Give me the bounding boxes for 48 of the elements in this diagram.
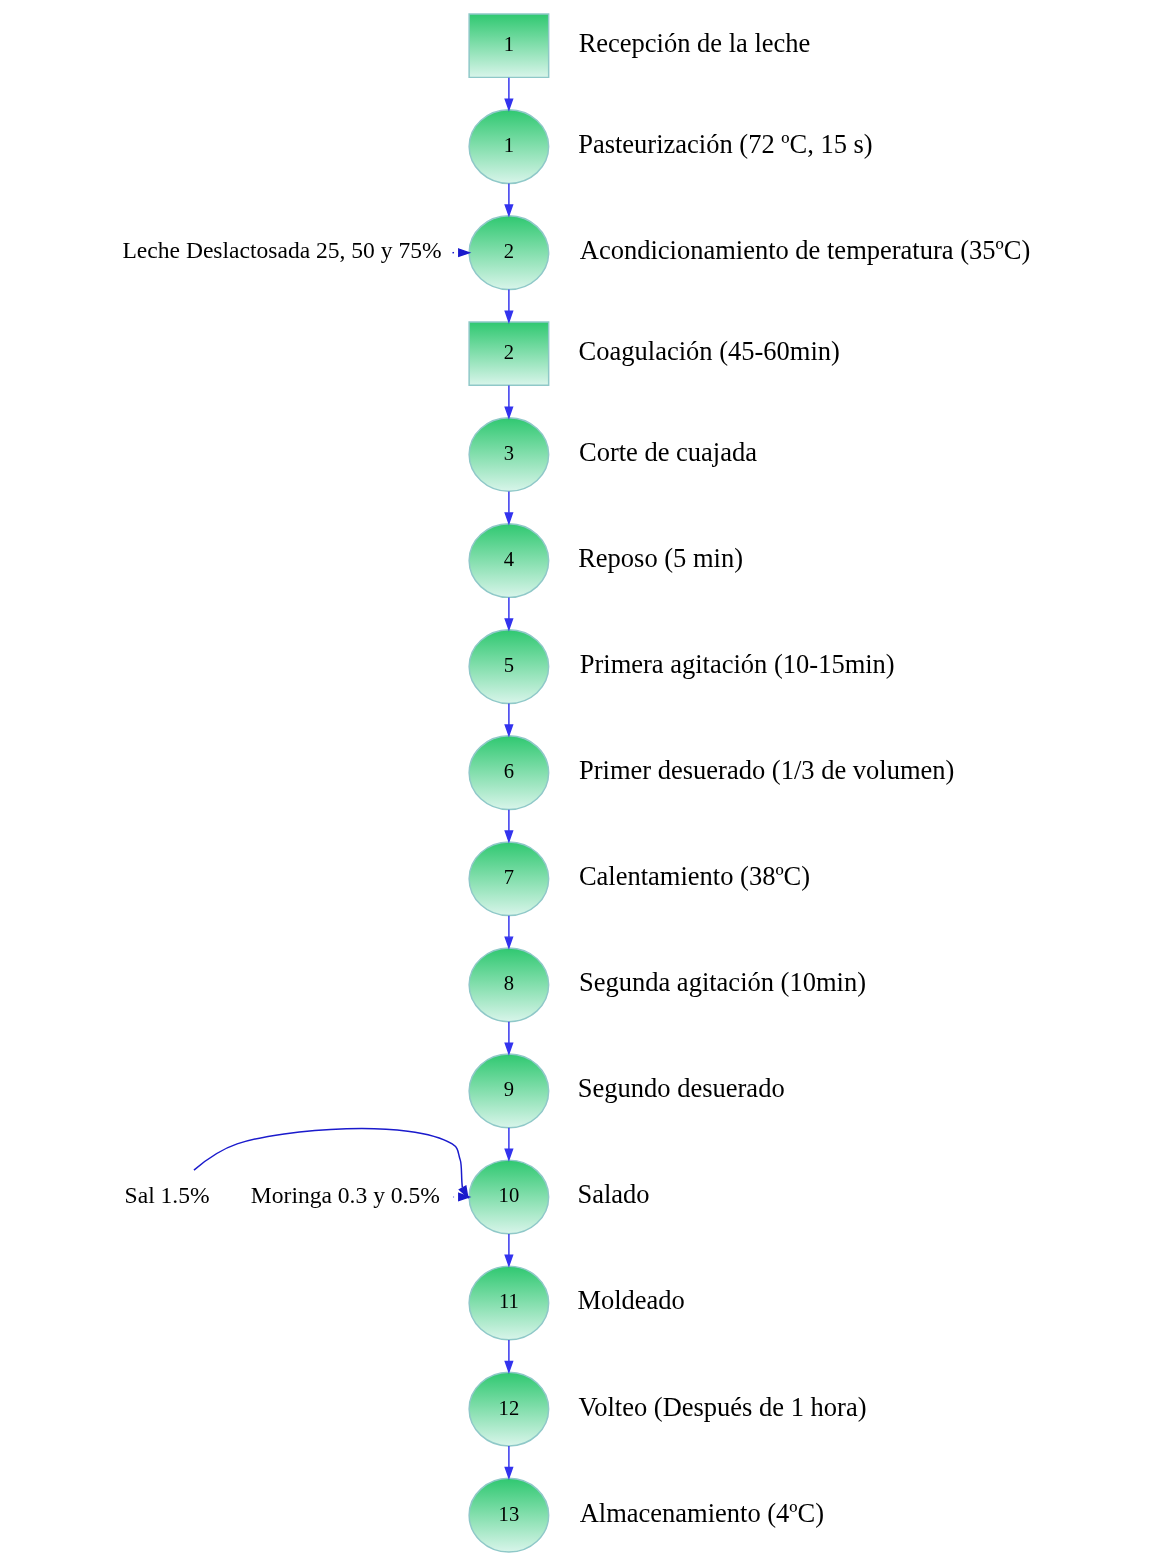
node-circle: 10 bbox=[468, 1159, 550, 1235]
node-label: Recepción de la leche bbox=[578, 28, 811, 59]
node-box: 1 bbox=[468, 13, 550, 79]
node-circle: 7 bbox=[468, 841, 550, 917]
node-circle: 3 bbox=[468, 416, 550, 493]
node-circle: 1 bbox=[468, 109, 550, 185]
arrow bbox=[504, 1127, 514, 1162]
arrow bbox=[504, 702, 514, 738]
node-label: Primer desuerado (1/3 de volumen) bbox=[579, 755, 955, 786]
node-label: Segundo desuerado bbox=[577, 1073, 785, 1104]
arrow bbox=[504, 1021, 514, 1056]
node-circle: 4 bbox=[468, 523, 550, 599]
node-label: Almacenamiento (4ºC) bbox=[579, 1497, 825, 1528]
node-label: Primera agitación (10-15min) bbox=[579, 649, 895, 680]
arrow bbox=[504, 182, 514, 218]
arrow bbox=[451, 248, 472, 258]
node-label: Reposo (5 min) bbox=[578, 543, 744, 574]
arrow bbox=[504, 596, 514, 632]
node-label: Corte de cuajada bbox=[578, 436, 758, 467]
node-circle: 8 bbox=[468, 947, 550, 1023]
node-label: Salado bbox=[577, 1179, 650, 1210]
node-label: Segunda agitación (10min) bbox=[578, 967, 866, 998]
node-circle: 11 bbox=[468, 1265, 550, 1341]
arrow bbox=[504, 914, 514, 950]
node-label: Calentamiento (38ºC) bbox=[578, 861, 811, 892]
arrow bbox=[504, 1339, 514, 1374]
arrow bbox=[504, 808, 514, 844]
arrow bbox=[504, 76, 514, 112]
node-circle: 12 bbox=[468, 1371, 550, 1447]
arrow bbox=[504, 384, 514, 420]
arrow bbox=[504, 490, 514, 526]
node-text: Moringa 0.3 y 0.5% bbox=[250, 1181, 440, 1208]
node-label: Volteo (Después de 1 hora) bbox=[578, 1391, 867, 1422]
arrow bbox=[504, 1233, 514, 1268]
arrow bbox=[504, 1445, 514, 1480]
node-label: Acondicionamiento de temperatura (35ºC) bbox=[579, 235, 1031, 266]
node-box: 2 bbox=[468, 321, 550, 386]
node-text: Sal 1.5% bbox=[124, 1181, 210, 1208]
node-circle: 9 bbox=[468, 1053, 550, 1129]
node-label: Coagulación (45-60min) bbox=[578, 336, 840, 367]
node-text: Leche Deslactosada 25, 50 y 75% bbox=[122, 237, 442, 264]
node-label: Moldeado bbox=[577, 1285, 685, 1316]
node-label: Pasteurización (72 ºC, 15 s) bbox=[578, 129, 873, 160]
node-circle: 6 bbox=[468, 735, 550, 811]
node-circle: 13 bbox=[468, 1477, 550, 1553]
arrow bbox=[504, 288, 514, 324]
node-circle: 2 bbox=[468, 215, 550, 291]
node-circle: 5 bbox=[468, 629, 550, 705]
